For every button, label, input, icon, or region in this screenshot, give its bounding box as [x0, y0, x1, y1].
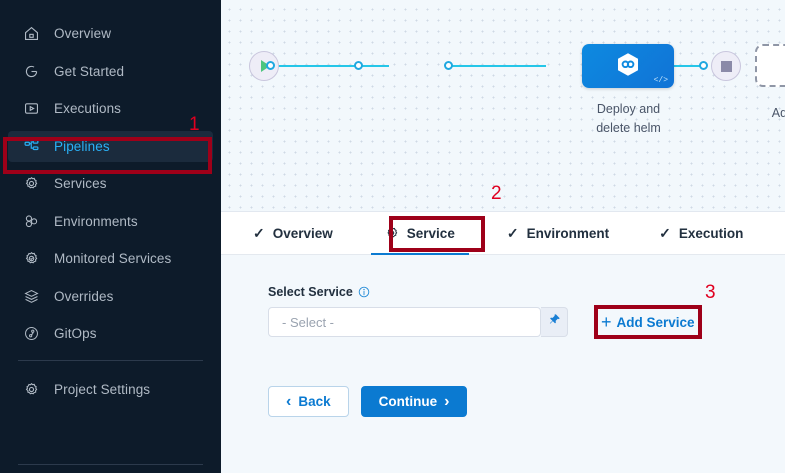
environments-icon — [22, 212, 41, 231]
pin-icon — [548, 313, 561, 331]
wire-stage-to-addstage — [451, 65, 546, 67]
select-service-input[interactable]: - Select - — [268, 307, 541, 337]
add-stage-button[interactable] — [755, 44, 785, 87]
sidebar-item-label: Overrides — [54, 288, 114, 304]
gear-icon — [22, 380, 41, 399]
layers-icon — [22, 287, 41, 306]
stage-node-deploy-and-delete-helm[interactable]: </> — [582, 44, 674, 88]
select-service-label: Select Service — [268, 285, 785, 299]
sidebar-item-overrides[interactable]: Overrides — [8, 281, 213, 312]
service-form: Select Service - Select - + Add Service — [221, 255, 785, 473]
end-stop-node[interactable] — [711, 51, 741, 81]
connector-dot-stage-in[interactable] — [354, 61, 363, 70]
check-icon: ✓ — [659, 225, 671, 241]
tab-environment[interactable]: ✓ Environment — [493, 212, 623, 255]
sidebar-item-label: Project Settings — [54, 382, 151, 397]
pipelines-icon — [22, 137, 41, 156]
sidebar-item-label: Executions — [54, 101, 122, 116]
home-icon — [22, 24, 41, 43]
tab-overview[interactable]: ✓ Overview — [239, 212, 347, 255]
pipeline-canvas[interactable]: </> Deploy and delete helm Add Stage — [221, 0, 785, 212]
chevron-right-icon: › — [444, 392, 450, 410]
sidebar-bottom-divider — [18, 464, 203, 465]
form-actions: ‹ Back Continue › — [268, 386, 785, 417]
add-stage-label: Add Stage — [771, 106, 785, 120]
check-icon: ✓ — [506, 225, 519, 241]
back-button[interactable]: ‹ Back — [268, 386, 349, 417]
add-service-button[interactable]: + Add Service — [595, 311, 701, 334]
stage-label-line1: Deploy and — [596, 102, 661, 116]
connector-dot-stage-out[interactable] — [444, 61, 453, 70]
code-badge: </> — [653, 76, 668, 85]
tab-label: Execution — [678, 225, 744, 241]
get-started-icon — [22, 62, 41, 81]
sidebar-item-executions[interactable]: Executions — [8, 93, 213, 124]
sidebar-item-overview[interactable]: Overview — [8, 18, 213, 49]
sidebar-item-label: Services — [54, 176, 107, 191]
stage-node-label: Deploy and delete helm — [551, 100, 706, 138]
gear-icon — [22, 174, 41, 193]
annotation-number-1: 1 — [189, 114, 200, 135]
annotation-number-3: 3 — [705, 282, 716, 303]
select-service-row: - Select - + Add Service — [268, 307, 785, 337]
annotation-number-2: 2 — [491, 183, 502, 204]
wire-start-to-stage — [269, 65, 389, 67]
sidebar-item-label: Environments — [54, 213, 138, 229]
continue-label: Continue — [378, 394, 438, 409]
sidebar-item-get-started[interactable]: Get Started — [8, 56, 213, 87]
stage-label-line2: delete helm — [596, 121, 661, 135]
sidebar-item-label: Get Started — [54, 63, 125, 79]
tab-label: Overview — [272, 225, 333, 241]
tab-label: Service — [406, 225, 455, 241]
sidebar-item-services[interactable]: Services — [8, 168, 213, 199]
sidebar-item-gitops[interactable]: GitOps — [8, 318, 213, 349]
play-icon — [261, 60, 270, 72]
check-icon: ✓ — [253, 225, 265, 241]
select-service-value: - Select - — [282, 314, 335, 330]
sidebar-item-label: Pipelines — [54, 138, 110, 154]
back-label: Back — [298, 394, 331, 409]
sidebar-item-label: Overview — [54, 26, 112, 41]
connector-dot-end[interactable] — [699, 61, 708, 70]
tab-execution[interactable]: ✓ Execution — [645, 212, 757, 255]
main-panel: </> Deploy and delete helm Add Stage — [221, 0, 785, 473]
stop-icon — [720, 60, 732, 72]
sidebar-item-project-settings[interactable]: Project Settings — [8, 374, 213, 405]
connector-dot-start[interactable] — [266, 61, 275, 70]
tab-label: Environment — [526, 225, 610, 241]
executions-icon — [22, 99, 41, 118]
add-service-label: Add Service — [616, 314, 695, 330]
monitored-services-icon — [22, 249, 41, 268]
sidebar-item-label: GitOps — [54, 326, 97, 341]
tab-service[interactable]: Service — [370, 212, 469, 256]
sidebar-item-monitored-services[interactable]: Monitored Services — [8, 243, 213, 274]
field-label-text: Select Service — [268, 285, 353, 299]
continue-button[interactable]: Continue › — [360, 386, 468, 417]
sidebar-item-pipelines[interactable]: Pipelines — [8, 130, 213, 162]
chevron-left-icon: ‹ — [286, 392, 292, 410]
hexagon-infinity-icon — [615, 52, 641, 80]
gitops-icon — [22, 324, 41, 343]
sidebar-item-label: Monitored Services — [54, 251, 172, 266]
pin-button[interactable] — [541, 307, 568, 337]
sidebar-divider — [18, 360, 203, 361]
step-tab-bar: ✓ Overview Service ✓ Environment ✓ Execu… — [221, 212, 785, 256]
gear-icon — [385, 226, 399, 240]
plus-icon: + — [601, 311, 612, 332]
info-icon[interactable] — [358, 286, 370, 298]
sidebar-item-environments[interactable]: Environments — [8, 206, 213, 237]
sidebar: Overview Get Started Executions Pipeline… — [0, 0, 221, 473]
